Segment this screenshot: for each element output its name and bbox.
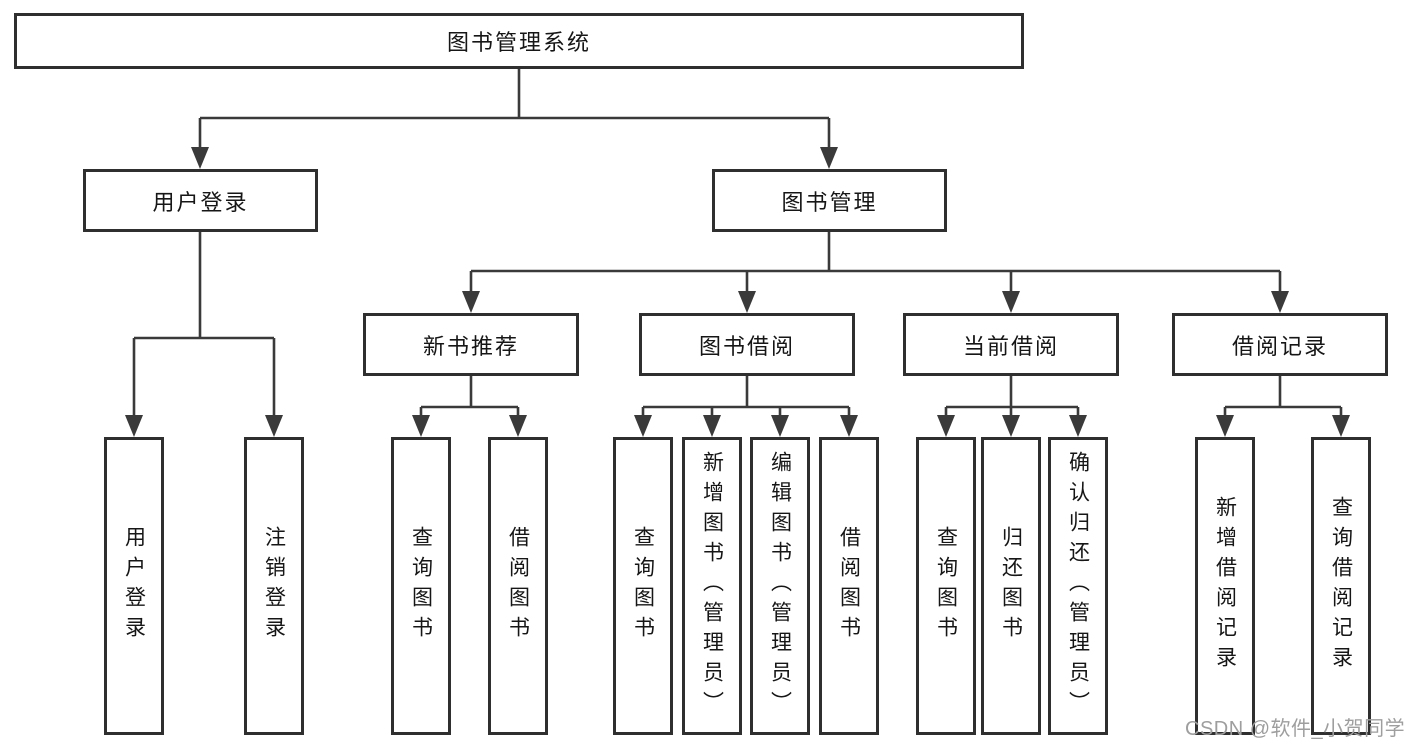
leaf-current-return-books: 归还图书 <box>981 437 1041 735</box>
leaf-current-query-books-label: 查询图书 <box>934 526 958 646</box>
arrowhead-icon <box>1002 415 1020 437</box>
connector-borrowrecords-to-leaves <box>1216 376 1350 437</box>
leaf-borrow-edit-books-admin-label: 编辑图书（管理员） <box>768 451 792 721</box>
leaf-records-query-record: 查询借阅记录 <box>1311 437 1371 735</box>
node-root: 图书管理系统 <box>14 13 1024 69</box>
node-user-login-label: 用户登录 <box>152 189 249 215</box>
connector-root-to-level2 <box>191 69 838 169</box>
leaf-newbook-borrow-books-label: 借阅图书 <box>506 526 530 646</box>
leaf-current-return-books-label: 归还图书 <box>999 526 1023 646</box>
leaf-records-query-record-label: 查询借阅记录 <box>1329 496 1353 676</box>
connector-userlogin-to-leaves <box>125 232 283 437</box>
node-book-management-label: 图书管理 <box>781 189 878 215</box>
arrowhead-icon <box>1271 291 1289 313</box>
node-borrow-records: 借阅记录 <box>1172 313 1388 376</box>
connector-bookborrow-to-leaves <box>634 376 858 437</box>
arrowhead-icon <box>937 415 955 437</box>
node-book-management: 图书管理 <box>712 169 947 232</box>
leaf-borrow-borrow-books: 借阅图书 <box>819 437 879 735</box>
connector-currentborrow-to-leaves <box>937 376 1087 437</box>
arrowhead-icon <box>265 415 283 437</box>
arrowhead-icon <box>820 147 838 169</box>
leaf-borrow-add-books-admin-label: 新增图书（管理员） <box>700 451 724 721</box>
leaf-user-login-label: 用户登录 <box>122 526 146 646</box>
leaf-newbook-query-books-label: 查询图书 <box>409 526 433 646</box>
arrowhead-icon <box>462 291 480 313</box>
arrowhead-icon <box>125 415 143 437</box>
node-new-book-recommend-label: 新书推荐 <box>422 333 519 359</box>
arrowhead-icon <box>509 415 527 437</box>
leaf-borrow-borrow-books-label: 借阅图书 <box>837 526 861 646</box>
arrowhead-icon <box>1332 415 1350 437</box>
leaf-borrow-query-books-label: 查询图书 <box>631 526 655 646</box>
leaf-borrow-add-books-admin: 新增图书（管理员） <box>682 437 742 735</box>
node-current-borrow-label: 当前借阅 <box>962 333 1059 359</box>
arrowhead-icon <box>634 415 652 437</box>
leaf-newbook-query-books: 查询图书 <box>391 437 451 735</box>
node-book-borrow-label: 图书借阅 <box>698 333 795 359</box>
leaf-borrow-edit-books-admin: 编辑图书（管理员） <box>750 437 810 735</box>
node-borrow-records-label: 借阅记录 <box>1231 333 1328 359</box>
node-new-book-recommend: 新书推荐 <box>363 313 579 376</box>
leaf-records-add-record-label: 新增借阅记录 <box>1213 496 1237 676</box>
arrowhead-icon <box>771 415 789 437</box>
arrowhead-icon <box>412 415 430 437</box>
arrowhead-icon <box>1216 415 1234 437</box>
connector-newbookrec-to-leaves <box>412 376 527 437</box>
arrowhead-icon <box>840 415 858 437</box>
leaf-user-login: 用户登录 <box>104 437 164 735</box>
node-user-login: 用户登录 <box>83 169 318 232</box>
node-current-borrow: 当前借阅 <box>903 313 1119 376</box>
watermark: CSDN @软件_小贺同学 <box>1185 718 1405 740</box>
leaf-current-query-books: 查询图书 <box>916 437 976 735</box>
node-root-label: 图书管理系统 <box>446 30 591 55</box>
leaf-logout: 注销登录 <box>244 437 304 735</box>
arrowhead-icon <box>703 415 721 437</box>
leaf-logout-label: 注销登录 <box>262 526 286 646</box>
arrowhead-icon <box>1002 291 1020 313</box>
node-book-borrow: 图书借阅 <box>639 313 855 376</box>
arrowhead-icon <box>191 147 209 169</box>
leaf-records-add-record: 新增借阅记录 <box>1195 437 1255 735</box>
arrowhead-icon <box>738 291 756 313</box>
leaf-borrow-query-books: 查询图书 <box>613 437 673 735</box>
leaf-newbook-borrow-books: 借阅图书 <box>488 437 548 735</box>
leaf-current-confirm-return-admin: 确认归还（管理员） <box>1048 437 1108 735</box>
arrowhead-icon <box>1069 415 1087 437</box>
leaf-current-confirm-return-admin-label: 确认归还（管理员） <box>1066 451 1090 721</box>
connector-bookmgmt-to-level3 <box>462 232 1289 313</box>
